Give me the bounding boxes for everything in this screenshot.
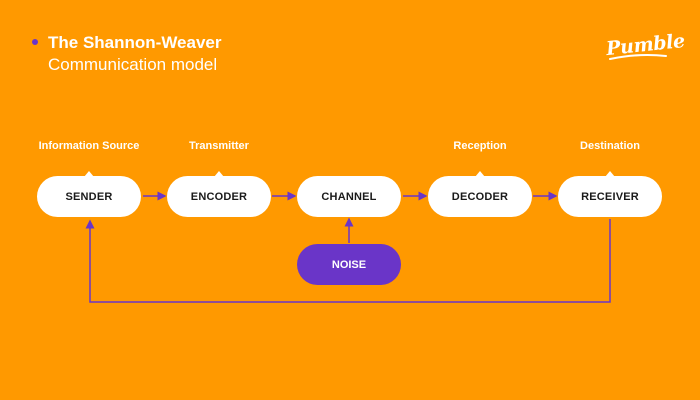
label-transmitter: Transmitter xyxy=(189,140,249,152)
node-receiver: RECEIVER xyxy=(558,171,662,217)
label-information-source: Information Source xyxy=(38,140,140,152)
node-receiver-label: RECEIVER xyxy=(581,190,639,203)
node-pointer-tip xyxy=(214,171,224,177)
feedback-loop-arrow xyxy=(85,219,611,303)
node-encoder-label: ENCODER xyxy=(190,190,248,203)
title-bullet-dot xyxy=(32,39,38,45)
node-pointer-tip xyxy=(84,171,94,177)
node-pointer-tip xyxy=(605,171,615,177)
label-destination: Destination xyxy=(580,140,640,152)
node-channel-label: CHANNEL xyxy=(321,190,377,203)
node-sender: SENDER xyxy=(37,171,141,217)
node-decoder: DECODER xyxy=(428,171,532,217)
node-encoder: ENCODER xyxy=(167,171,271,217)
node-noise: NOISE xyxy=(297,244,401,285)
diagram-title: The Shannon-Weaver xyxy=(48,33,222,52)
node-channel: CHANNEL xyxy=(297,176,401,217)
node-sender-label: SENDER xyxy=(65,190,113,203)
label-reception: Reception xyxy=(453,140,507,152)
node-decoder-label: DECODER xyxy=(451,190,509,203)
diagram-subtitle: Communication model xyxy=(48,55,218,74)
node-pointer-tip xyxy=(475,171,485,177)
node-noise-label: NOISE xyxy=(331,258,367,271)
logo-swoosh-icon xyxy=(609,54,667,60)
